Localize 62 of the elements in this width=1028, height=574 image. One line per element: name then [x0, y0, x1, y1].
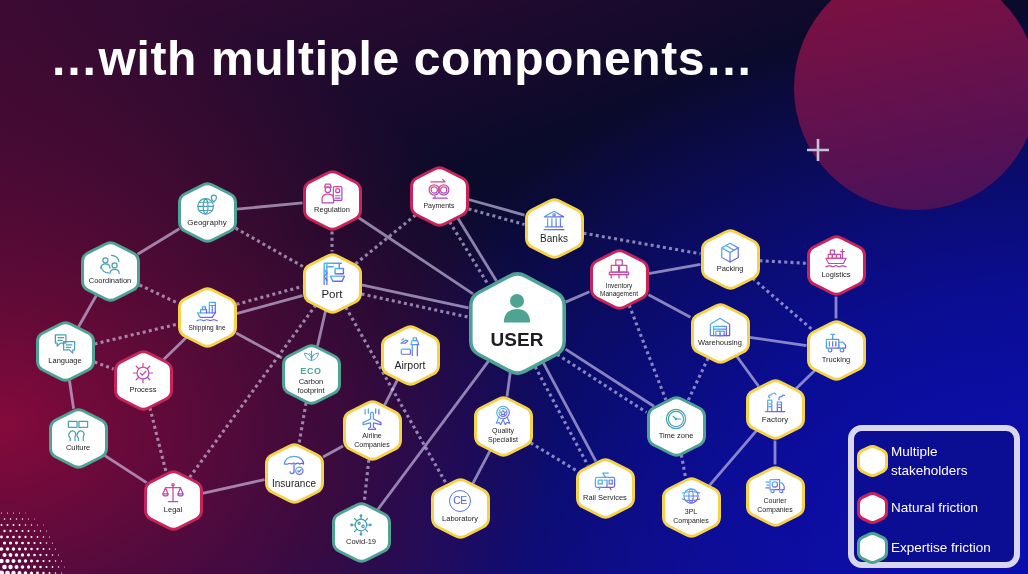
- connector-line: [471, 449, 492, 485]
- hexagon-node: [430, 476, 490, 540]
- hexagon-node: [806, 318, 866, 382]
- hexagon-node: [331, 500, 391, 564]
- hexagon-node: [524, 196, 584, 260]
- connector-line: [795, 369, 816, 390]
- title: …with multiple components…: [50, 33, 754, 86]
- connector-line: [316, 310, 327, 347]
- hexagon-node: [281, 342, 341, 406]
- hexagon-node: [745, 377, 805, 441]
- hexagon-node: [35, 319, 95, 383]
- node-label: USER: [490, 328, 544, 351]
- dotted-connector-line: [679, 454, 688, 479]
- connector-line: [834, 296, 838, 319]
- connector-line: [68, 380, 75, 409]
- connector-line: [541, 361, 598, 463]
- hexagon-node: [80, 239, 140, 303]
- hexagon-node: [700, 227, 760, 291]
- node-label: Port: [321, 288, 343, 302]
- hexagon-node: [302, 168, 362, 232]
- hexagon-node: [143, 468, 203, 532]
- hexagon-node: [48, 406, 108, 470]
- node-label: Airport: [394, 359, 426, 372]
- node-label: Banks: [540, 232, 568, 245]
- hexagon-node: [113, 348, 173, 412]
- connector-line: [735, 354, 760, 388]
- connector-line: [505, 372, 512, 397]
- hexagon-node: [589, 247, 649, 311]
- hexagon-node: [380, 323, 440, 387]
- hexagon-node: [473, 394, 533, 458]
- legend-label: Multiple stakeholders: [891, 442, 969, 480]
- node-label: Factory: [761, 414, 789, 425]
- hexagon-node: [177, 180, 237, 244]
- hexagon-node: [468, 269, 566, 377]
- legend-label: Natural friction: [891, 499, 980, 518]
- connector-line: [361, 283, 469, 310]
- legend-label: Expertise friction: [891, 539, 992, 558]
- hexagon-node: [264, 441, 324, 505]
- dotted-connector-line: [330, 231, 334, 252]
- eco-label: ECO: [300, 367, 322, 377]
- hexagon-node: [177, 285, 237, 349]
- connector-line: [322, 444, 344, 459]
- connector-line: [773, 440, 777, 465]
- hexagon-node: [690, 301, 750, 365]
- dotted-connector-line: [93, 360, 115, 371]
- node-label: Insurance: [272, 477, 316, 490]
- connector-line: [564, 290, 591, 304]
- connector-line: [383, 379, 399, 406]
- connector-line: [77, 294, 98, 328]
- hexagon-node: [342, 398, 402, 462]
- connector-line: [357, 216, 474, 295]
- node-label: Geography: [187, 217, 227, 228]
- hexagon-node: [409, 164, 469, 228]
- hexagon-node: [646, 394, 706, 458]
- hexagon-node: [661, 475, 721, 539]
- connector-line: [162, 336, 188, 361]
- hexagon-node: [302, 251, 362, 315]
- hexagon-node: [745, 464, 805, 528]
- connector-line: [564, 347, 655, 408]
- hexagon-node: [806, 233, 866, 297]
- hexagon-node: [575, 456, 635, 520]
- connector-line: [376, 360, 490, 511]
